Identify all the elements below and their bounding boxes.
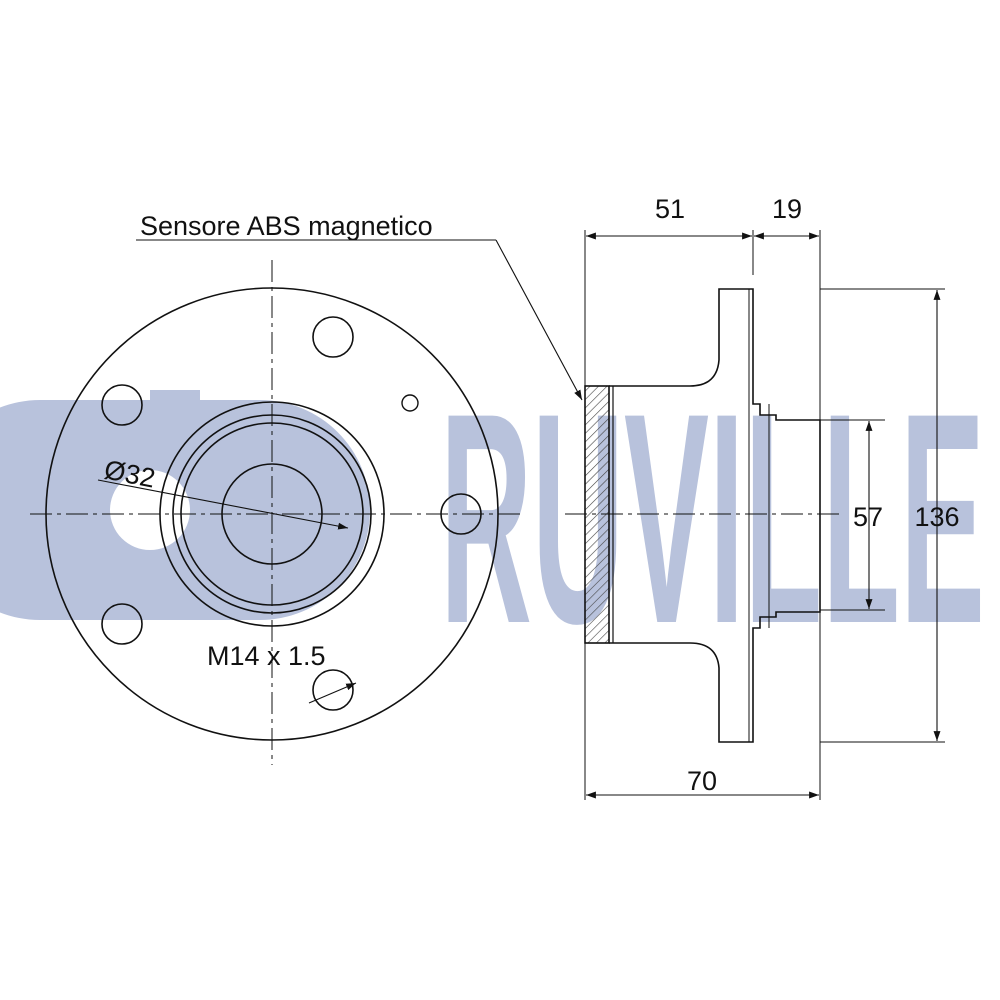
dim-pilot-length: 19 xyxy=(772,194,802,224)
thread-leader xyxy=(308,682,357,704)
watermark-text: RUVILLE xyxy=(440,350,985,686)
dim-flange-offset: 51 xyxy=(655,194,685,224)
sensor-leader xyxy=(495,239,583,401)
bolt-hole xyxy=(312,669,354,711)
extension-lines xyxy=(584,230,945,800)
thread-label: M14 x 1.5 xyxy=(207,641,326,671)
dim-flange-diameter: 136 xyxy=(914,502,959,532)
bolt-hole xyxy=(101,603,143,645)
front-view xyxy=(30,260,525,765)
watermark-logo: RUVILLE xyxy=(0,350,985,686)
bolt-hole xyxy=(312,316,354,358)
side-view xyxy=(565,288,840,743)
dimension-lines xyxy=(586,232,941,799)
dim-total-length: 70 xyxy=(687,766,717,796)
watermark-emblem-icon xyxy=(0,390,370,620)
bolt-hole xyxy=(101,384,143,426)
hub-body-outline xyxy=(609,288,821,743)
bore-diameter-leader xyxy=(97,479,349,530)
pin-hole xyxy=(401,394,419,412)
dim-pilot-diameter: 57 xyxy=(853,502,883,532)
sensor-label: Sensore ABS magnetico xyxy=(140,211,433,241)
